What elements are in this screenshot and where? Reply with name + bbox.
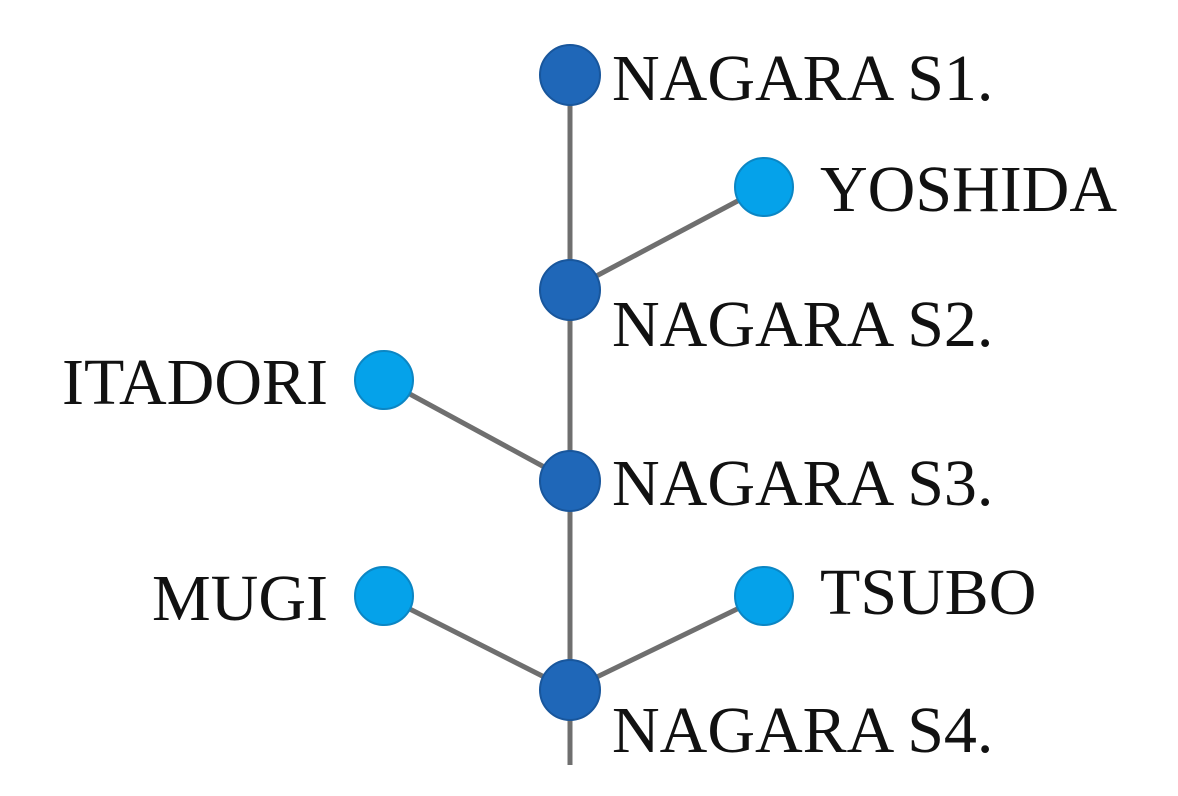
node-tsubo (734, 566, 794, 626)
node-nagara-s1 (539, 44, 601, 106)
edge-yoshida-s2 (568, 184, 766, 293)
label-nagara-s2: NAGARA S2. (612, 288, 993, 361)
label-mugi: MUGI (152, 562, 328, 635)
edge-itadori-s3 (382, 377, 572, 484)
edge-mugi-s4 (382, 593, 572, 693)
node-itadori (354, 350, 414, 410)
node-nagara-s2 (539, 259, 601, 321)
node-mugi (354, 566, 414, 626)
node-nagara-s4 (539, 659, 601, 721)
label-nagara-s3: NAGARA S3. (612, 447, 993, 520)
label-yoshida: YOSHIDA (820, 153, 1117, 226)
node-nagara-s3 (539, 450, 601, 512)
edge-tsubo-s4 (568, 593, 766, 693)
label-nagara-s4: NAGARA S4. (612, 694, 993, 767)
label-itadori: ITADORI (62, 346, 328, 419)
node-yoshida (734, 157, 794, 217)
label-tsubo: TSUBO (820, 556, 1036, 629)
label-nagara-s1: NAGARA S1. (612, 42, 993, 115)
